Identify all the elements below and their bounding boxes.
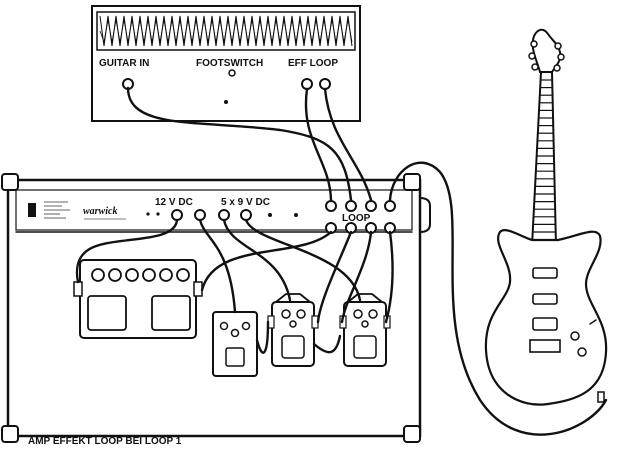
case-handle (419, 197, 431, 233)
pedal-switch[interactable] (353, 335, 377, 359)
amp-grille (99, 15, 353, 47)
loop-label: LOOP (342, 213, 371, 224)
warwick-logo: warwick (83, 206, 117, 217)
effect-pedal-1 (212, 311, 258, 377)
corner-protector (1, 425, 19, 443)
unused-9v-jack (294, 213, 298, 217)
cable-guitar (388, 161, 608, 436)
guitar-bridge (529, 339, 561, 353)
guitar-volume-knob[interactable] (570, 331, 580, 341)
pedal-switch[interactable] (281, 335, 305, 359)
guitar-switch[interactable] (589, 319, 597, 325)
guitar-pickup (532, 293, 558, 305)
guitar-tone-knob[interactable] (577, 347, 587, 357)
guitar-in-label: GUITAR IN (99, 58, 149, 69)
amp-head: GUITAR IN FOOTSWITCH EFF LOOP (91, 5, 361, 122)
grille-zigzag (99, 19, 353, 44)
tuning-peg[interactable] (530, 40, 538, 48)
eff-loop-label: EFF LOOP (288, 58, 338, 69)
cable-power-9v (244, 218, 362, 302)
tuning-peg[interactable] (557, 53, 565, 61)
tuning-peg[interactable] (554, 42, 562, 50)
guitar-pickup (532, 317, 558, 331)
corner-protector (403, 173, 421, 191)
power-9v-jack[interactable] (218, 209, 230, 221)
tuning-peg[interactable] (528, 52, 536, 60)
cable-patch (312, 334, 342, 354)
power-12v-jack[interactable] (171, 209, 183, 221)
cable-power-9v (198, 218, 237, 314)
spec-text-block (44, 201, 70, 219)
power-5x9v-label: 5 x 9 V DC (221, 197, 270, 208)
effect-pedal-2 (267, 293, 319, 367)
cable-loop (316, 230, 353, 324)
corner-protector (1, 173, 19, 191)
footswitch-label: FOOTSWITCH (196, 58, 263, 69)
tuning-peg[interactable] (531, 63, 539, 71)
corner-protector (403, 425, 421, 443)
pedal-switch[interactable] (225, 347, 245, 367)
cable-guitar-in (126, 86, 353, 202)
power-9v-jack[interactable] (240, 209, 252, 221)
cables (75, 86, 608, 436)
power-12v-jack[interactable] (194, 209, 206, 221)
cable-loop (340, 230, 373, 324)
footswitch-pad[interactable] (87, 295, 127, 331)
pedalboard-case: warwick 12 V DC 5 x 9 V DC LOOP (1, 173, 431, 443)
amp-indicator-dot (224, 100, 228, 104)
loop-jack[interactable] (325, 200, 337, 212)
cable-footswitch (200, 230, 333, 292)
power-12v-label: 12 V DC (155, 197, 193, 208)
loop-jack[interactable] (384, 200, 396, 212)
electric-guitar (484, 28, 608, 406)
guitar-pickup (532, 267, 558, 279)
cable-patch (255, 320, 270, 354)
cable-power-12v (75, 218, 179, 284)
footswitch-pad[interactable] (151, 295, 191, 331)
footswitch-controller (73, 259, 203, 339)
cable-loop (384, 230, 394, 324)
eff-loop-return-jack[interactable] (319, 78, 331, 90)
cable-eff-return (323, 87, 373, 202)
loop-jack[interactable] (345, 200, 357, 212)
guitar-output-jack[interactable] (597, 391, 605, 403)
cable-eff-send (304, 87, 333, 202)
unused-9v-jack (268, 213, 272, 217)
diagram-caption: AMP EFFEKT LOOP BEI LOOP 1 (28, 436, 182, 447)
tuning-peg[interactable] (553, 64, 561, 72)
footswitch-jack[interactable] (228, 69, 236, 77)
loop-jack[interactable] (365, 200, 377, 212)
ce-mark-icon (28, 203, 36, 217)
eff-loop-send-jack[interactable] (301, 78, 313, 90)
